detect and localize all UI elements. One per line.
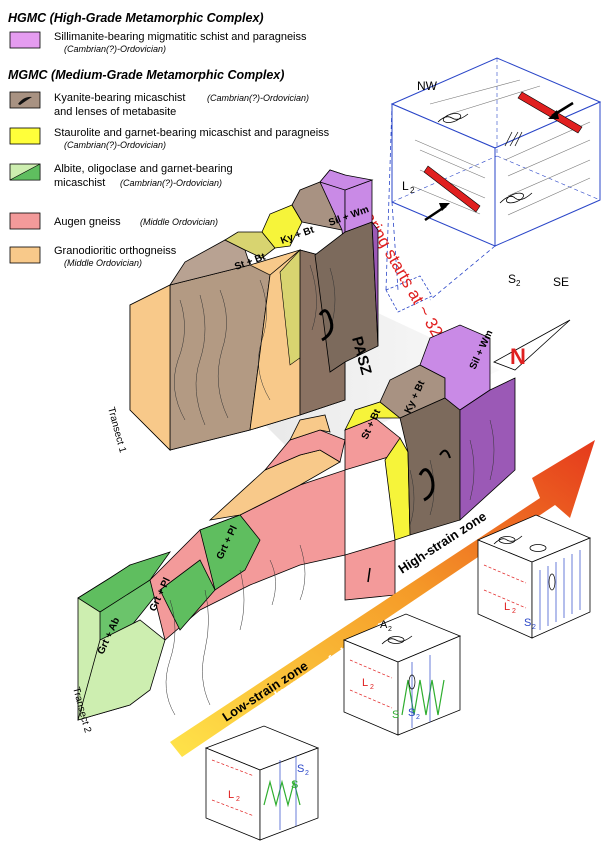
legend-age-augen: (Middle Ordovician) [140, 217, 218, 227]
north-label: N [510, 344, 526, 369]
legend-text-augen: Augen gneiss [54, 216, 121, 228]
strain-cube-mid: A 2 L 2 S S 2 [342, 613, 462, 736]
legend: HGMC (High-Grade Metamorphic Complex) Si… [8, 11, 330, 268]
legend-swatch-st [9, 127, 41, 145]
legend-swatch-ab-dark [9, 163, 41, 181]
cube2-l-sub: 2 [370, 684, 374, 691]
legend-swatch-grano [9, 246, 41, 264]
cube3-l-sub: 2 [512, 608, 516, 615]
legend-swatch-augen [9, 212, 41, 230]
strain-cube-high: L 2 S 2 [476, 514, 592, 639]
cube1-s-label: S [297, 763, 304, 775]
s2-label: S [508, 272, 516, 286]
hgmc-title: HGMC (High-Grade Metamorphic Complex) [8, 11, 264, 25]
transect-1-block: Sil + Wm Ky + Bt St + Bt Transect 1 [105, 169, 500, 460]
l2-subscript: 2 [410, 186, 415, 195]
cube1-s-sub: 2 [305, 770, 309, 777]
inset-block: NW SE L 2 S 2 [385, 57, 601, 313]
l2-label: L [402, 179, 409, 193]
a2-label: A [380, 619, 388, 631]
legend-text-st: Staurolite and garnet-bearing micaschist… [54, 127, 330, 139]
legend-text-grano: Granodioritic orthogneiss [54, 245, 177, 257]
shear-sense-arrow-bottom [423, 165, 481, 213]
cube1-l-label: L [228, 789, 234, 801]
cube2-s1-label: S [392, 709, 399, 721]
legend-age-st: (Cambrian(?)-Ordovician) [64, 140, 166, 150]
cube1-l-sub: 2 [236, 796, 240, 803]
legend-text-sil: Sillimanite-bearing migmatitic schist an… [54, 31, 307, 43]
nw-label: NW [417, 79, 438, 93]
legend-swatch-sil [9, 31, 41, 49]
legend-age-ky: (Cambrian(?)-Ordovician) [207, 93, 309, 103]
cube1-s1-label: S [291, 779, 298, 791]
shear-sense-arrow-top [517, 91, 583, 134]
mgmc-title: MGMC (Medium-Grade Metamorphic Complex) [8, 68, 284, 82]
legend-age-sil: (Cambrian(?)-Ordovician) [64, 44, 166, 54]
legend-text-ab: Albite, oligoclase and garnet-bearing [54, 163, 233, 175]
cube3-s-sub: 2 [532, 624, 536, 631]
se-label: SE [553, 275, 569, 289]
a2-sub: 2 [388, 626, 392, 633]
cube2-l-label: L [362, 677, 368, 689]
north-arrow: N [493, 319, 571, 371]
legend-age-grano: (Middle Ordovician) [64, 258, 142, 268]
cube2-s-label: S [408, 707, 415, 719]
legend-age-ab: (Cambrian(?)-Ordovician) [120, 178, 222, 188]
transect-2-block: Sil + Wm Ky + Bt St + Bt Grt + Pl Grt + … [70, 324, 516, 734]
cube3-l-label: L [504, 601, 510, 613]
cube2-s-sub: 2 [416, 714, 420, 721]
strain-cube-low: L 2 S 2 S [204, 725, 320, 841]
legend-text-ab-2: micaschist [54, 177, 105, 189]
cube3-s-label: S [524, 617, 531, 629]
transect-1-label: Transect 1 [105, 406, 128, 455]
legend-text-ky: Kyanite-bearing micaschist [54, 92, 185, 104]
s2-subscript: 2 [516, 279, 521, 288]
low-strain-label: Low-strain zone [219, 658, 310, 724]
legend-text-ky-2: and lenses of metabasite [54, 106, 176, 118]
metabasite-lens-icon [18, 96, 32, 105]
